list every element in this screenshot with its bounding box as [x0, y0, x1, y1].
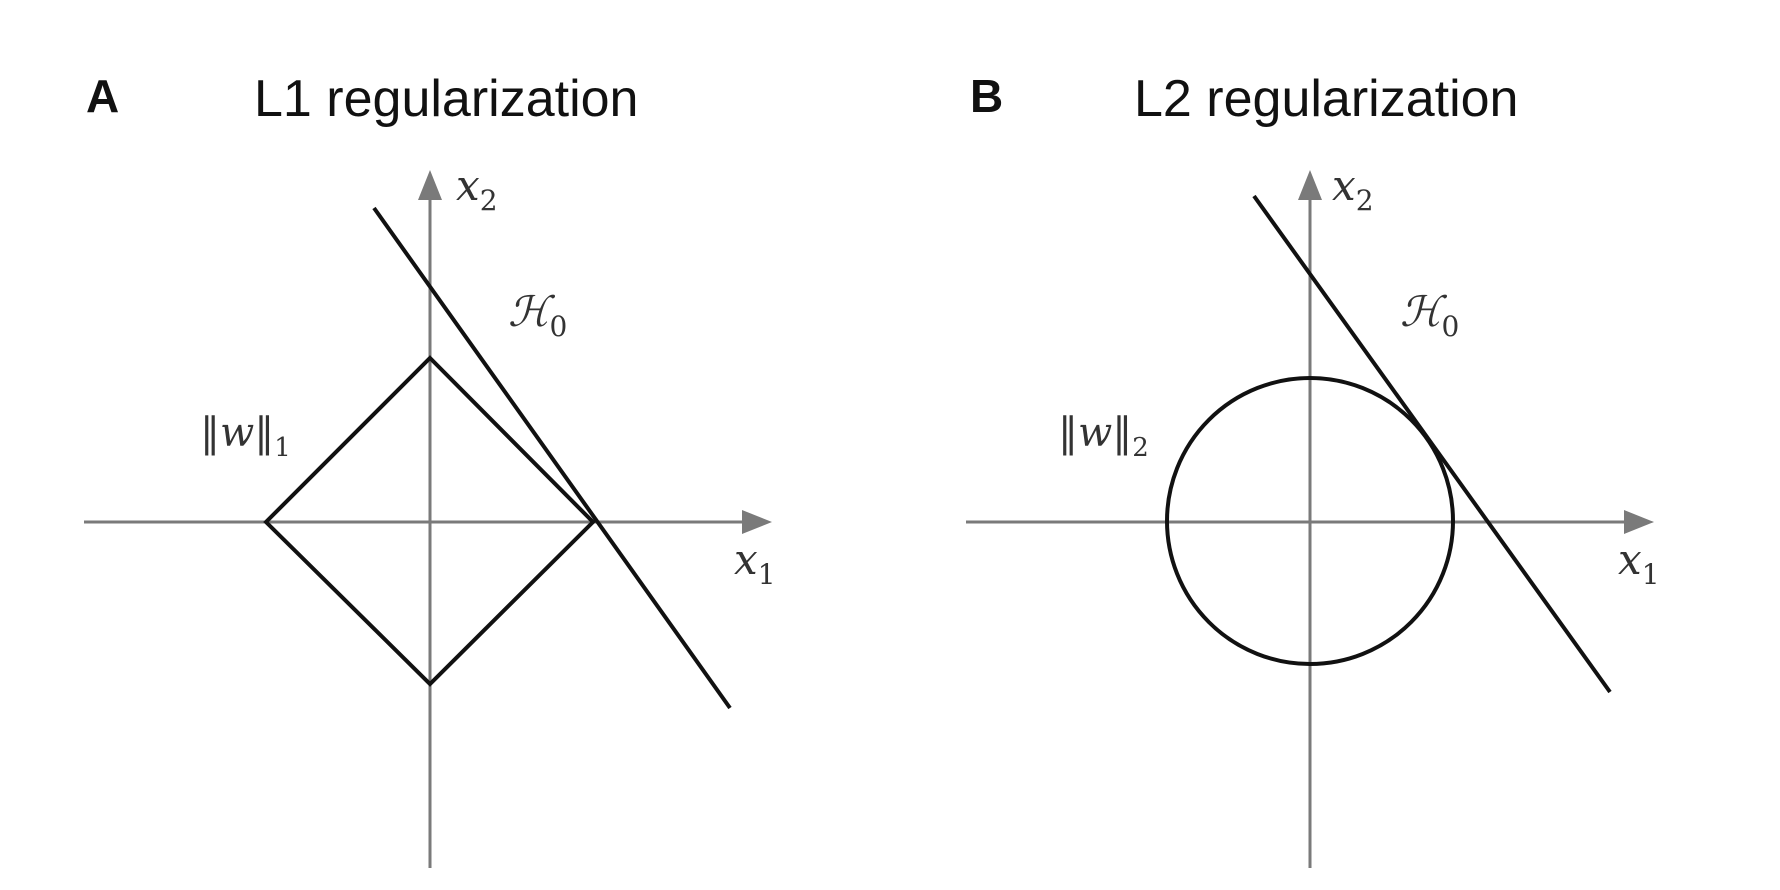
panel-a-x1-label: x1: [734, 535, 776, 591]
panel-a-x2-label: x2: [456, 161, 498, 217]
panel-a-norm-label: ‖w‖1: [200, 410, 291, 463]
panel-b-x2-label: x2: [1332, 161, 1374, 217]
panel-a-x-axis-arrowhead: [742, 510, 772, 534]
l2-norm-circle: [1165, 376, 1455, 666]
panel-a: A L1 regularization x1 x2 ‖w‖1 ℋ0: [84, 70, 776, 868]
panel-b-letter: B: [970, 70, 1003, 122]
panel-b-y-axis-arrowhead: [1298, 170, 1322, 200]
panel-b-norm-label: ‖w‖2: [1058, 410, 1149, 463]
panel-b-h0-label: ℋ0: [1400, 287, 1459, 343]
l1-norm-diamond: [263, 355, 596, 687]
panel-a-h0-line: [372, 206, 732, 710]
panel-a-y-axis-arrowhead: [418, 170, 442, 200]
panel-b-title: L2 regularization: [1134, 70, 1518, 128]
panel-b-x-axis-arrowhead: [1624, 510, 1654, 534]
panel-b-x1-label: x1: [1618, 535, 1660, 591]
panel-b-h0-line: [1252, 194, 1612, 694]
panel-b: B L2 regularization x1 x2 ‖w‖2 ℋ0: [966, 70, 1660, 868]
panel-a-title: L1 regularization: [254, 70, 638, 128]
panel-a-h0-label: ℋ0: [508, 287, 567, 343]
panel-a-letter: A: [86, 70, 119, 122]
